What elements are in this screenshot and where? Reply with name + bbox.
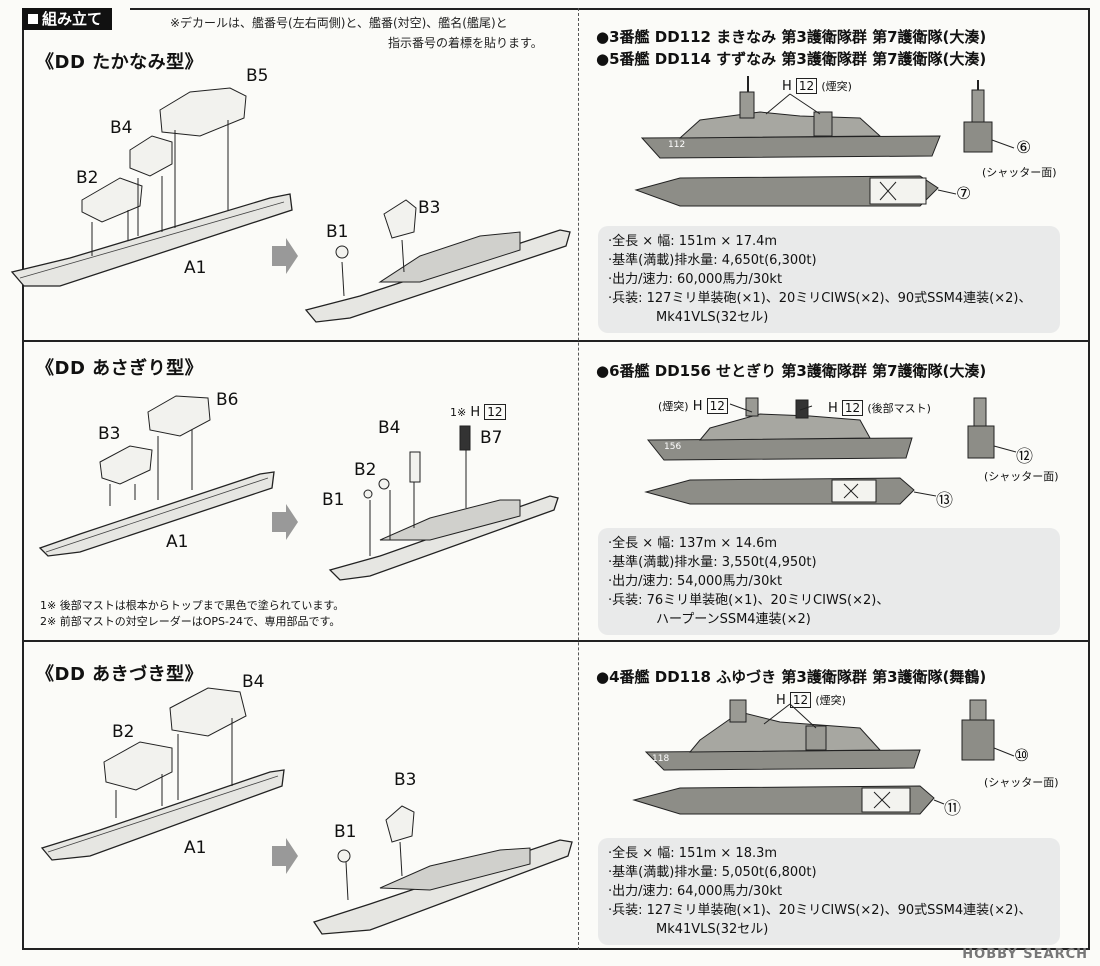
h-label: H xyxy=(776,693,786,708)
type-title-takanami: 《DD たかなみ型》 xyxy=(36,52,204,73)
decal-11: ⑪ xyxy=(944,799,961,819)
h-note-mast: (後部マスト) xyxy=(867,402,931,415)
part-b3: B3 xyxy=(98,424,121,444)
h-note: (煙突) xyxy=(821,80,852,93)
page-frame xyxy=(22,8,1090,950)
spec-armament: ·兵装: 127ミリ単装砲(×1)、20ミリCIWS(×2)、90式SSM4連装… xyxy=(608,903,1032,918)
decal-6: ⑥ xyxy=(1016,138,1032,158)
assembly-section-tab: 組み立て xyxy=(22,8,113,30)
spec-box-asagiri: ·全長 × 幅: 137m × 14.6m ·基準(満載)排水量: 3,550t… xyxy=(598,528,1060,635)
h-label: H xyxy=(692,399,703,414)
part-a1: A1 xyxy=(184,838,207,858)
part-b2: B2 xyxy=(76,168,99,188)
h12-callout-funnel: (煙突) H 12 xyxy=(658,398,728,414)
type-title-asagiri: 《DD あさぎり型》 xyxy=(36,358,204,379)
spec-armament: ·兵装: 76ミリ単装砲(×1)、20ミリCIWS(×2)、 xyxy=(608,593,890,608)
section-divider-2 xyxy=(22,640,1090,642)
h-number: 12 xyxy=(841,400,864,416)
ship-suzunami: ●5番艦 DD114 すずなみ 第3護衛隊群 第7護衛隊(大湊) xyxy=(596,50,987,68)
spec-box-akizuki: ·全長 × 幅: 151m × 18.3m ·基準(満載)排水量: 5,050t… xyxy=(598,838,1060,945)
right-arrow-icon xyxy=(272,838,298,874)
column-divider xyxy=(578,8,579,950)
h-number: 12 xyxy=(789,692,812,708)
h-note: (煙突) xyxy=(815,694,846,707)
spec-dimensions: ·全長 × 幅: 151m × 18.3m xyxy=(608,846,778,861)
part-b3: B3 xyxy=(394,770,417,790)
footnote-1: 1※ 後部マストは根本からトップまで黒色で塗られています。 xyxy=(40,599,345,612)
spec-dimensions: ·全長 × 幅: 137m × 14.6m xyxy=(608,536,778,551)
h-label: H xyxy=(782,79,792,94)
right-arrow-icon xyxy=(272,238,298,274)
decal-note-line2: 指示番号の着標を貼ります。 xyxy=(388,36,543,50)
part-b4: B4 xyxy=(378,418,401,438)
spec-armament: ·兵装: 127ミリ単装砲(×1)、20ミリCIWS(×2)、90式SSM4連装… xyxy=(608,291,1032,306)
hull-number-156: 156 xyxy=(664,442,682,452)
part-b2: B2 xyxy=(354,460,377,480)
decal-13: ⑬ xyxy=(936,491,953,511)
h12-callout-akizuki: H 12 (煙突) xyxy=(776,692,846,708)
ship-makinami: ●3番艦 DD112 まきなみ 第3護衛隊群 第7護衛隊(大湊) xyxy=(596,28,987,46)
b7-h-number: 12 xyxy=(484,404,506,420)
part-b3: B3 xyxy=(418,198,441,218)
part-b2: B2 xyxy=(112,722,135,742)
h12-callout-mast: H 12 (後部マスト) xyxy=(828,400,931,416)
part-a1: A1 xyxy=(184,258,207,278)
spec-armament-cont: Mk41VLS(32セル) xyxy=(656,922,769,937)
spec-power-speed: ·出力/速力: 54,000馬力/30kt xyxy=(608,574,783,589)
h12-callout-takanami: H 12 (煙突) xyxy=(782,78,852,94)
part-b5: B5 xyxy=(246,66,269,86)
spec-power-speed: ·出力/速力: 64,000馬力/30kt xyxy=(608,884,783,899)
shutter-note-1: (シャッター面) xyxy=(982,166,1057,179)
spec-box-takanami: ·全長 × 幅: 151m × 17.4m ·基準(満載)排水量: 4,650t… xyxy=(598,226,1060,333)
right-arrow-icon xyxy=(272,504,298,540)
b7-h12-callout: 1※ H 12 xyxy=(450,404,506,420)
part-b6: B6 xyxy=(216,390,239,410)
ship-fuyuzuki: ●4番艦 DD118 ふゆづき 第3護衛隊群 第3護衛隊(舞鶴) xyxy=(596,668,987,686)
shutter-note-2: (シャッター面) xyxy=(984,470,1059,483)
b7-h-label: H xyxy=(470,405,481,420)
h-label: H xyxy=(828,401,838,416)
part-a1: A1 xyxy=(166,532,189,552)
part-b4: B4 xyxy=(242,672,265,692)
part-b1: B1 xyxy=(326,222,349,242)
b7-note: 1※ xyxy=(450,406,467,419)
ship-setogiri: ●6番艦 DD156 せとぎり 第3護衛隊群 第7護衛隊(大湊) xyxy=(596,362,987,380)
type-title-akizuki: 《DD あきづき型》 xyxy=(36,664,204,685)
spec-dimensions: ·全長 × 幅: 151m × 17.4m xyxy=(608,234,778,249)
footnote-2: 2※ 前部マストの対空レーダーはOPS-24で、専用部品です。 xyxy=(40,615,341,628)
spec-displacement: ·基準(満載)排水量: 4,650t(6,300t) xyxy=(608,253,817,268)
spec-displacement: ·基準(満載)排水量: 3,550t(4,950t) xyxy=(608,555,817,570)
decal-12: ⑫ xyxy=(1016,447,1033,467)
h-number: 12 xyxy=(795,78,818,94)
section-divider-1 xyxy=(22,340,1090,342)
decal-10: ⑩ xyxy=(1014,746,1030,766)
spec-armament-cont: ハープーンSSM4連装(×2) xyxy=(656,612,811,627)
hobby-search-watermark: HOBBY SEARCH xyxy=(962,947,1088,962)
part-b4: B4 xyxy=(110,118,133,138)
decal-7: ⑦ xyxy=(956,184,972,204)
hull-number-112: 112 xyxy=(668,140,686,150)
decal-note-line1: ※デカールは、艦番号(左右両側)と、艦番(対空)、艦名(艦尾)と xyxy=(170,16,508,30)
spec-armament-cont: Mk41VLS(32セル) xyxy=(656,310,769,325)
spec-power-speed: ·出力/速力: 60,000馬力/30kt xyxy=(608,272,783,287)
shutter-note-3: (シャッター面) xyxy=(984,776,1059,789)
part-b1: B1 xyxy=(322,490,345,510)
hull-number-118: 118 xyxy=(652,754,670,764)
part-b1: B1 xyxy=(334,822,357,842)
part-b7: B7 xyxy=(480,428,503,448)
h-note-funnel: (煙突) xyxy=(658,400,689,413)
top-rule xyxy=(130,8,1090,10)
h-number: 12 xyxy=(706,398,728,414)
spec-displacement: ·基準(満載)排水量: 5,050t(6,800t) xyxy=(608,865,817,880)
footnotes-asagiri: 1※ 後部マストは根本からトップまで黒色で塗られています。 2※ 前部マストの対… xyxy=(40,598,344,630)
